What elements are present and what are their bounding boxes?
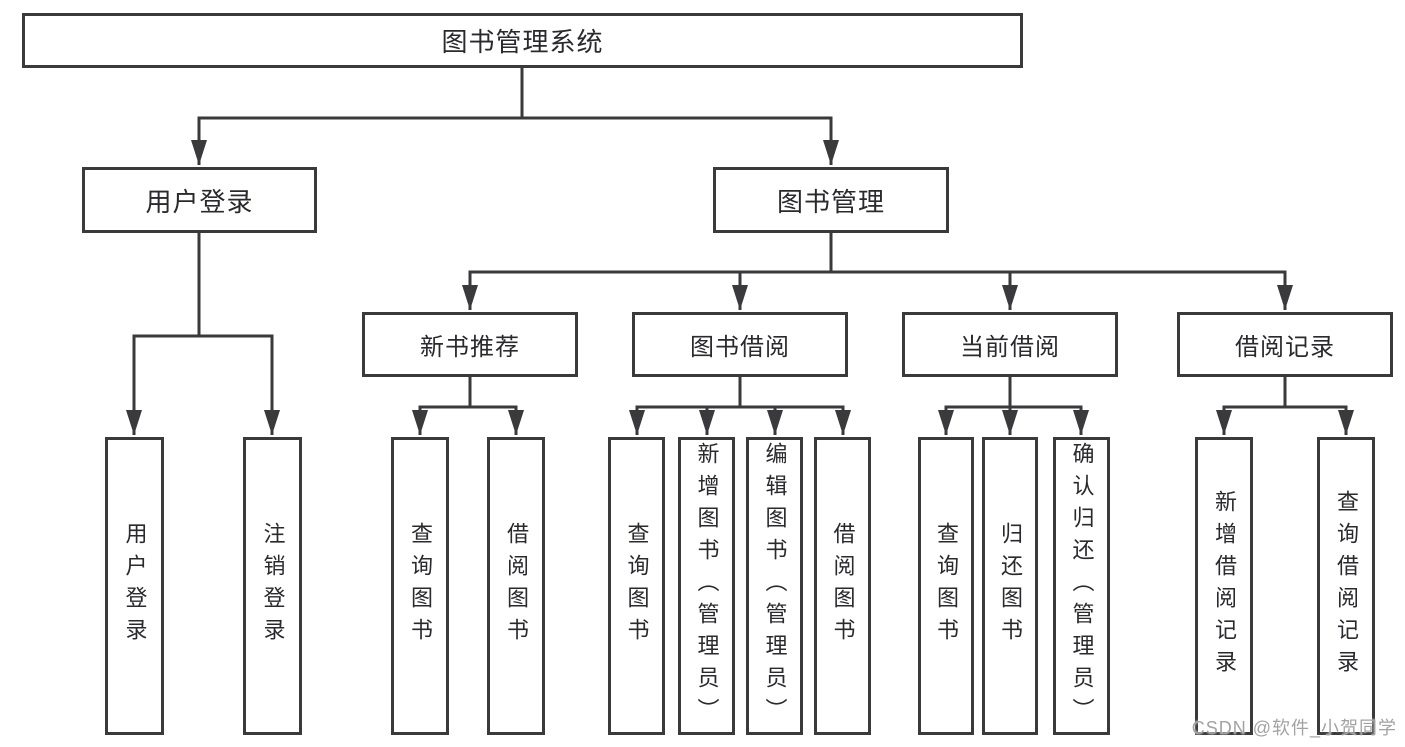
leaf-add-borrow-record: 新增借阅记录 <box>1195 437 1253 735</box>
leaf-query-books-recommend: 查询图书 <box>391 437 449 735</box>
node-book-borrow: 图书借阅 <box>632 312 848 377</box>
leaf-query-books-current: 查询图书 <box>918 437 974 735</box>
node-user-login: 用户登录 <box>82 167 317 233</box>
leaf-return-books: 归还图书 <box>982 437 1038 735</box>
node-current-borrow: 当前借阅 <box>902 312 1118 377</box>
node-book-management: 图书管理 <box>713 167 949 233</box>
leaf-query-books-borrow: 查询图书 <box>608 437 665 735</box>
leaf-confirm-return-admin: 确认归还（管理员） <box>1053 437 1110 735</box>
watermark: CSDN @软件_小贺同学 <box>1191 718 1397 738</box>
node-borrow-records: 借阅记录 <box>1177 312 1393 377</box>
leaf-add-book-admin: 新增图书（管理员） <box>678 437 735 735</box>
leaf-query-borrow-record: 查询借阅记录 <box>1317 437 1375 735</box>
node-library-system: 图书管理系统 <box>22 13 1023 68</box>
leaf-user-login: 用户登录 <box>105 437 164 735</box>
leaf-borrow-books: 借阅图书 <box>814 437 871 735</box>
leaf-edit-book-admin: 编辑图书（管理员） <box>746 437 803 735</box>
leaf-borrow-books-recommend: 借阅图书 <box>487 437 545 735</box>
node-new-book-recommend: 新书推荐 <box>362 312 578 377</box>
leaf-logout: 注销登录 <box>243 437 302 735</box>
